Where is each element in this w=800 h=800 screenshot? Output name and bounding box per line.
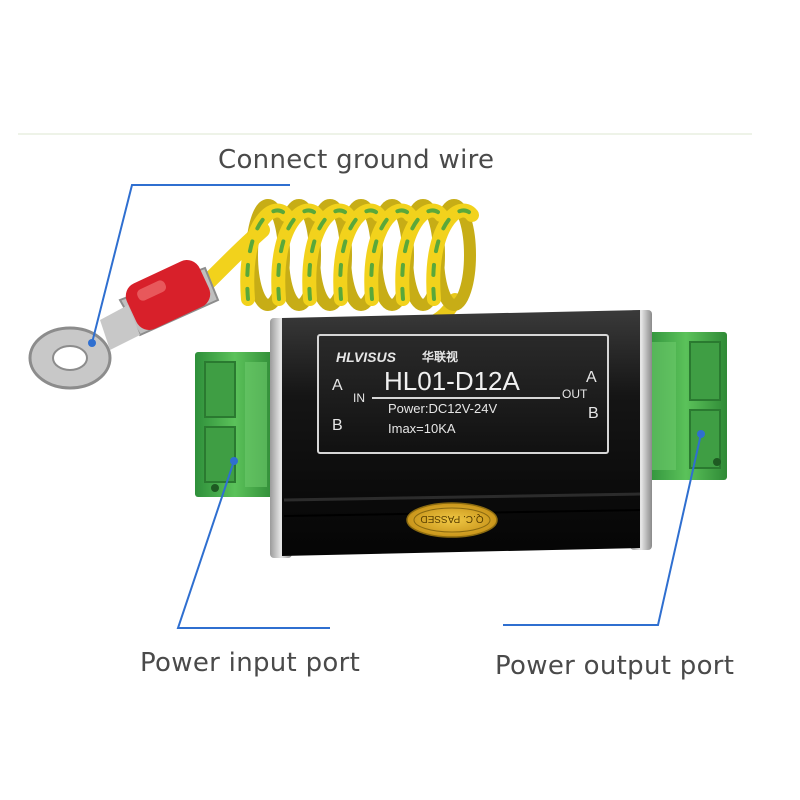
ground-wire-stripe <box>369 208 412 301</box>
ground-callout-line <box>91 184 290 344</box>
ground-wire-stripe <box>400 208 443 301</box>
ground-wire-stripe <box>431 208 474 301</box>
qc-text: Q.C. PASSED <box>420 513 483 524</box>
output-terminal-b: B <box>588 405 599 422</box>
ground-wire <box>192 199 479 337</box>
power-rating: Power:DC12V-24V <box>388 401 497 416</box>
ground-lug <box>28 260 220 390</box>
output-terminal-block <box>645 332 727 480</box>
output-label: OUT <box>562 387 588 401</box>
output-callout-dot <box>697 430 705 438</box>
input-callout-dot <box>230 457 238 465</box>
brand-logo: HLVISUS <box>336 349 397 365</box>
label-plate <box>317 334 609 454</box>
ground-callout-dot <box>88 339 96 347</box>
qc-sticker: Q.C. PASSED <box>406 502 498 538</box>
max-current-rating: Imax=10KA <box>388 421 456 436</box>
output-callout-line <box>503 433 702 626</box>
model-number: HL01-D12A <box>384 366 521 396</box>
ground-wire-stripe <box>245 208 288 301</box>
power-input-caption: Power input port <box>140 648 361 678</box>
input-callout-line <box>176 460 330 629</box>
output-terminal-a: A <box>586 369 597 386</box>
input-label: IN <box>353 391 365 405</box>
input-terminal-b: B <box>332 417 343 434</box>
ground-wire-stripe <box>338 208 381 301</box>
ground-wire-caption: Connect ground wire <box>218 145 495 175</box>
input-terminal-a: A <box>332 377 343 394</box>
input-terminal-block <box>195 352 275 497</box>
ground-wire-stripe <box>307 208 350 301</box>
callout-lines <box>91 184 702 629</box>
brand-chinese: 华联视 <box>422 349 458 364</box>
power-output-caption: Power output port <box>495 651 735 681</box>
ground-wire-stripe <box>276 208 319 301</box>
